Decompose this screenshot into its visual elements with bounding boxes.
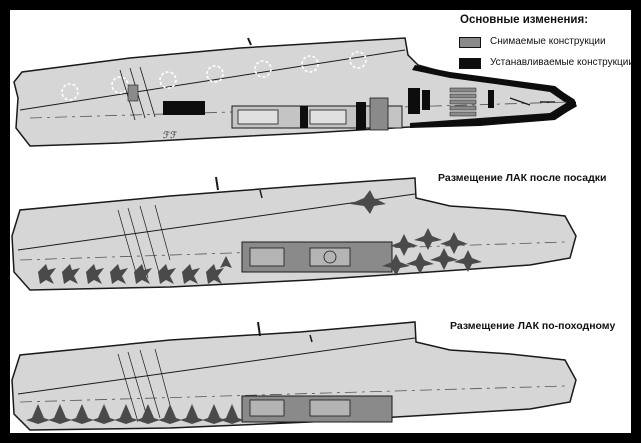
deck-marking-glyph: ℱℱ bbox=[163, 130, 177, 140]
mast-1 bbox=[247, 37, 252, 46]
installed-structure-slab bbox=[163, 101, 205, 115]
diagram-canvas: Основные изменения: Снимаемые конструкци… bbox=[10, 10, 631, 433]
arresting-wires bbox=[117, 204, 171, 281]
hull-stowed bbox=[11, 321, 577, 431]
aircraft-parked-row bbox=[38, 256, 232, 284]
mast-1 bbox=[215, 176, 219, 191]
bow-fitting-1 bbox=[509, 97, 531, 106]
arresting-wires bbox=[117, 348, 171, 423]
removed-structure-block bbox=[127, 84, 139, 102]
legend-label-removed: Снимаемые конструкции bbox=[490, 36, 606, 47]
ship-view-after-landing bbox=[11, 176, 577, 291]
island-superstructure bbox=[231, 97, 403, 131]
angled-deck-edge bbox=[17, 193, 416, 251]
deck-centerline bbox=[29, 101, 571, 119]
ship-view-modifications: ℱℱ bbox=[13, 37, 577, 147]
legend-swatch-installed bbox=[459, 58, 481, 69]
mast-2 bbox=[259, 189, 263, 199]
installed-bow-edge bbox=[410, 65, 576, 128]
caption-after-landing: Размещение ЛАК после посадки bbox=[438, 172, 607, 184]
installed-deck-fittings bbox=[408, 88, 494, 114]
legend-swatch-removed bbox=[459, 37, 481, 48]
aircraft-stowed-row bbox=[26, 404, 244, 424]
legend-title: Основные изменения: bbox=[460, 14, 589, 26]
removed-launcher-cells bbox=[449, 87, 477, 117]
mast-2 bbox=[309, 334, 313, 343]
deck-centerline bbox=[19, 241, 566, 261]
deck-centerline bbox=[19, 385, 566, 403]
angled-deck-edge bbox=[17, 337, 416, 395]
mast-1 bbox=[257, 321, 261, 337]
ship-view-stowed bbox=[11, 321, 577, 431]
caption-stowed: Размещение ЛАК по-походному bbox=[450, 320, 616, 332]
angled-deck-edge bbox=[19, 49, 406, 111]
island-superstructure bbox=[241, 395, 393, 423]
hull-after-landing bbox=[11, 177, 577, 291]
legend-label-installed: Устанавливаемые конструкции bbox=[490, 57, 631, 68]
aircraft-forward-group bbox=[350, 190, 482, 276]
landing-spot-markings bbox=[61, 51, 367, 101]
island-superstructure bbox=[241, 241, 393, 273]
